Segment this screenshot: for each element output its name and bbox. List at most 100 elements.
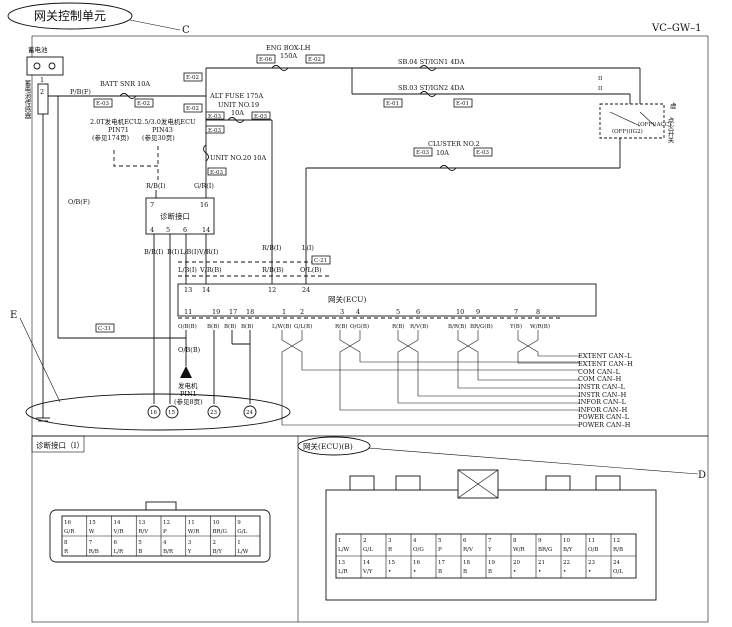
svg-text:6: 6 xyxy=(416,308,420,316)
diag-connector-box xyxy=(145,197,215,235)
ecu-face-pin-num: 10 xyxy=(563,538,570,544)
ecu-face-pin-color: O/G xyxy=(413,547,424,553)
ecu-face-pin-color: B xyxy=(488,569,492,575)
tag-e02-b xyxy=(183,72,203,82)
title-callout: 网关控制单元 C xyxy=(7,2,190,36)
diag-face-pin-num: 10 xyxy=(213,520,220,526)
gen-label: 发电机 xyxy=(178,381,198,390)
svg-text:EXTENT CAN–L: EXTENT CAN–L xyxy=(578,352,632,360)
ecu-face-pin-num: 16 xyxy=(413,560,420,566)
svg-text:(OFF)(ACC): (OFF)(ACC) xyxy=(638,121,671,128)
diag-face-pin-num: 4 xyxy=(163,540,167,546)
ecu-face-pin-color: R/V xyxy=(463,547,474,553)
svg-text:5: 5 xyxy=(166,226,170,234)
svg-text:INSTR CAN–L: INSTR CAN–L xyxy=(578,383,626,391)
diag-face-pin-color: B/Y xyxy=(213,549,223,555)
svg-text:COM CAN–H: COM CAN–H xyxy=(578,375,622,383)
svg-text:24: 24 xyxy=(246,410,253,416)
svg-text:B(B): B(B) xyxy=(224,323,236,330)
svg-text:L/B(I): L/B(I) xyxy=(180,248,199,256)
svg-text:L/W(B): L/W(B) xyxy=(272,323,292,330)
batt-snr-label: BATT SNR 10A xyxy=(100,80,150,88)
svg-text:14: 14 xyxy=(202,226,210,234)
battery-sensor-label: 蓄电池传感器 xyxy=(23,79,31,121)
fuse-150-label: 150A xyxy=(280,52,297,60)
tag-e03-b xyxy=(205,111,225,120)
svg-text:E-02: E-02 xyxy=(186,75,199,81)
diag-face-pin-color: L/R xyxy=(114,549,125,555)
svg-text:7: 7 xyxy=(514,308,518,316)
svg-text:E-03: E-03 xyxy=(208,128,221,134)
diag-face-pin-color: BR/G xyxy=(213,529,227,535)
wire-pbf: P/B(F) xyxy=(70,88,91,96)
ecu-face-pin-color: R xyxy=(388,547,393,553)
diag-face-pin-num: 1 xyxy=(237,540,241,546)
ecu-face-pin-color: R/B xyxy=(613,547,623,553)
svg-text:POWER CAN–H: POWER CAN–H xyxy=(578,421,631,429)
ign-switch-prefix: 虚 xyxy=(670,101,677,110)
svg-text:INSTR CAN–H: INSTR CAN–H xyxy=(578,391,627,399)
ign-switch-label: 点火开关 xyxy=(666,117,674,145)
diag-face-pin-num: 11 xyxy=(188,520,195,526)
ecu-face-pin-num: 12 xyxy=(613,538,620,544)
ecu-face-pin-color: W/R xyxy=(513,547,526,553)
diag-face-pin-num: 8 xyxy=(64,540,68,546)
sb04-label: SB.04 ST/IGN1 4DA xyxy=(398,58,465,66)
ecu-face-pin-num: 8 xyxy=(513,538,517,544)
ecu-face-pin-color: • xyxy=(588,569,591,575)
svg-text:E-03: E-03 xyxy=(254,114,267,120)
svg-text:6: 6 xyxy=(183,226,187,234)
diag-face-pin-num: 3 xyxy=(188,540,192,546)
ecu-face-pin-num: 3 xyxy=(388,538,392,544)
svg-text:10: 10 xyxy=(456,308,464,316)
tag-e02-c xyxy=(305,54,325,64)
diag-face-pin-color: W/R xyxy=(188,529,201,535)
ecu25t-line2: PIN43 xyxy=(152,126,173,134)
title-label: 网关控制单元 xyxy=(34,9,106,23)
sb03-label: SB.03 ST/IGN2 4DA xyxy=(398,84,465,92)
svg-text:B(B): B(B) xyxy=(207,323,219,330)
ecu-face-pin-num: 2 xyxy=(363,538,367,544)
ecu-face-pin-num: 7 xyxy=(488,538,492,544)
svg-text:E-03: E-03 xyxy=(210,170,223,176)
ecu-bottom-wires: O/B(B) B(B) B(B) B(B) L/W(B) G/L(B) R(B)… xyxy=(178,323,550,330)
ecu-face-pin-num: 19 xyxy=(488,560,495,566)
unit20-label: UNIT NO.20 10A xyxy=(210,154,266,162)
svg-text:R(B): R(B) xyxy=(392,323,404,330)
diag-face-pin-color: R xyxy=(64,549,69,555)
diag-face-pin-num: 9 xyxy=(237,520,241,526)
svg-text:V/R(I): V/R(I) xyxy=(198,248,219,256)
svg-text:G/L(B): G/L(B) xyxy=(294,323,312,330)
wire-obf: O/B(F) xyxy=(68,198,90,206)
svg-text:B/R(B): B/R(B) xyxy=(448,323,466,330)
ecu-connector-face: 1L/W2G/L3R4O/G5P6R/V7Y8W/R9BR/G10B/Y11O/… xyxy=(325,469,657,601)
svg-text:4: 4 xyxy=(150,226,154,234)
diag-face-pin-color: G/L xyxy=(237,529,247,535)
svg-text:E-03: E-03 xyxy=(208,114,221,120)
ecu-face-pin-color: • xyxy=(388,569,391,575)
panel-left-title: 诊断接口（Ⅰ） xyxy=(36,440,84,450)
svg-text:II: II xyxy=(598,76,602,82)
callout-c: C xyxy=(182,25,190,36)
svg-text:L(I): L(I) xyxy=(302,244,314,252)
svg-text:O/G(B): O/G(B) xyxy=(350,323,369,330)
tag-c21 xyxy=(311,255,331,265)
diag-face-pin-color: V/R xyxy=(113,529,125,535)
ecu-face-pin-color: P xyxy=(438,547,442,553)
diagram-code: VC–GW–1 xyxy=(651,23,702,34)
callout-e: E xyxy=(10,310,17,321)
svg-text:R(B): R(B) xyxy=(335,323,347,330)
svg-text:II: II xyxy=(598,86,602,92)
tag-e01-b xyxy=(453,98,473,108)
svg-text:INFOR CAN–H: INFOR CAN–H xyxy=(578,406,628,414)
ecu-face-pin-num: 21 xyxy=(538,560,545,566)
ecu-face-pin-num: 18 xyxy=(463,560,470,566)
diag-face-pin-num: 14 xyxy=(114,520,121,526)
ecu-face-pin-num: 1 xyxy=(338,538,342,544)
ecu-face-pin-num: 17 xyxy=(438,560,445,566)
ecu-face-pin-color: O/L xyxy=(613,569,623,575)
svg-text:E-02: E-02 xyxy=(308,57,321,63)
ecu20t-line3: (参见174页) xyxy=(92,133,129,142)
alt-fuse-label: ALT FUSE 175A xyxy=(209,92,264,100)
ecu-face-pin-num: 5 xyxy=(438,538,442,544)
